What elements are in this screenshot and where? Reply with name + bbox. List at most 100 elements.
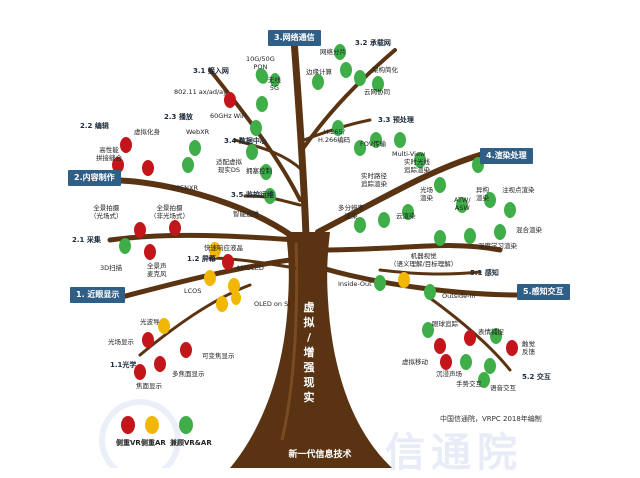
item-cloudrender: 云渲染 <box>396 212 416 220</box>
item-edge: 边缘计算 <box>306 68 332 76</box>
item-machine-vision: 机器视觉（语义理解/目标理解） <box>390 252 458 268</box>
leaf-vr <box>222 254 234 270</box>
item-focalplane: 焦面显示 <box>136 382 162 390</box>
leaf-both <box>456 197 468 213</box>
item-congestion: 拥塞控制 <box>246 167 272 175</box>
sub-play: 2.3 播放 <box>164 113 193 121</box>
leaf-both <box>340 62 352 78</box>
item-multiview: Multi-View <box>392 150 426 158</box>
item-slicing: 网络分片 <box>320 48 346 56</box>
sub-edit: 2.2 编辑 <box>80 122 109 130</box>
item-avatar: 虚拟化身 <box>134 128 160 136</box>
sub-sense: 5.1 感知 <box>470 269 499 277</box>
leaf-vr <box>169 220 181 236</box>
sub-capture: 2.1 采集 <box>72 236 101 244</box>
leaf-both <box>372 76 384 92</box>
leaf-both <box>414 152 426 168</box>
item-hetero: 异构渲染 <box>476 186 489 202</box>
leaf-both <box>424 284 436 300</box>
item-fastlcd: 快速响应液晶 <box>204 244 243 252</box>
legend-ar-leaf <box>145 416 159 434</box>
leaf-both <box>260 164 272 180</box>
trunk-highlight <box>280 239 299 441</box>
item-mic: 全景声麦克风 <box>147 262 167 278</box>
branch-51 <box>378 268 482 276</box>
sub-access-net: 3.1 接入网 <box>193 67 229 75</box>
leaf-both <box>182 157 194 173</box>
legend-ar-label: 侧重AR <box>141 439 166 447</box>
item-arch: 架构简化 <box>372 66 398 74</box>
item-openxr: OPENXR <box>171 184 198 192</box>
leaf-both <box>370 132 382 148</box>
item-pathtrace: 实时路径追踪渲染 <box>361 172 387 188</box>
branch-right-upper <box>315 152 483 235</box>
sub-optics: 1.1光学 <box>110 361 137 369</box>
trunk-title: 虚拟/增强现实 <box>303 301 315 404</box>
item-amoled: AMOLED <box>236 264 264 272</box>
item-ds: 适配虚拟现实DS <box>216 158 242 174</box>
leaf-both <box>378 212 390 228</box>
item-locomotion: 虚拟移动 <box>402 358 428 366</box>
item-foveated: 注视点渲染 <box>502 186 535 194</box>
item-nonlf-cam: 全景拍摄（非光场式） <box>150 204 189 220</box>
sub-interact: 5.2 交互 <box>522 373 551 381</box>
item-cloudnet: 云网协同 <box>364 88 390 96</box>
leaf-ar <box>204 270 216 286</box>
category-render: 4.渲染处理 <box>480 148 533 164</box>
leaf-ar <box>216 296 228 312</box>
leaf-ar <box>228 278 240 294</box>
item-multires: 多分辨率渲染 <box>338 204 364 220</box>
trunk <box>230 232 392 468</box>
leaf-ar <box>158 318 170 334</box>
branch-top-left <box>208 68 302 202</box>
leaf-both <box>478 372 490 388</box>
leaves <box>112 44 518 388</box>
leaf-both <box>119 238 131 254</box>
leaf-both <box>490 328 502 344</box>
leaf-vr <box>440 354 452 370</box>
category-display: 1. 近眼显示 <box>70 287 126 303</box>
leaf-vr <box>142 160 154 176</box>
leaf-both <box>484 358 496 374</box>
leaf-both <box>434 230 446 246</box>
sub-preprocess: 3.3 预处理 <box>378 116 414 124</box>
branch-right-lower <box>319 265 523 298</box>
leaf-vr <box>120 137 132 153</box>
sub-datacenter: 3.4 数据中心 <box>224 137 267 145</box>
leaf-both <box>256 96 268 112</box>
item-dl-render: 深度学习渲染 <box>478 242 517 250</box>
item-lightfield-cam: 全景拍摄（光场式） <box>90 204 123 220</box>
item-raytrace: 实时光线追踪渲染 <box>404 158 430 174</box>
item-60ghz: 60GHz WiFi <box>210 112 247 120</box>
leaf-both <box>270 73 280 87</box>
branch-top <box>290 36 310 240</box>
item-haptic: 触觉反馈 <box>522 340 535 356</box>
leaf-both <box>334 44 346 60</box>
leaf-both <box>246 144 258 160</box>
item-wifi-ax: 802.11 ax/ad/ay <box>174 88 227 96</box>
item-ops: 智能运维 <box>233 210 259 218</box>
branch-right-mid <box>319 243 503 253</box>
watermark-ring <box>99 399 181 468</box>
item-hybrid: 混合渲染 <box>516 226 542 234</box>
tree-graphic <box>99 36 523 468</box>
legend-both-label: 兼顾VR&AR <box>170 439 212 447</box>
sub-bearer-net: 3.2 承载网 <box>355 39 391 47</box>
leaf-both <box>422 322 434 338</box>
leaf-both <box>189 140 201 156</box>
tree-diagram: 3.网络通信 2.内容制作 4.渲染处理 1. 近眼显示 5.感知交互 3.1 … <box>68 30 570 476</box>
item-stitch: 高性能拼接缝合 <box>96 146 122 162</box>
item-voice: 语音交互 <box>490 384 516 392</box>
leaf-vr <box>464 330 476 346</box>
leaf-vr <box>112 157 124 173</box>
leaf-ar <box>209 242 221 258</box>
leaf-vr <box>142 332 154 348</box>
leaf-both <box>312 74 324 90</box>
sub-screen: 1.2 屏幕 <box>187 255 216 263</box>
item-outside-in: Outside-In <box>442 292 476 300</box>
leaf-both <box>464 228 476 244</box>
leaf-both <box>460 354 472 370</box>
root-title: 新一代信息技术 <box>288 450 352 460</box>
leaf-both <box>354 70 366 86</box>
